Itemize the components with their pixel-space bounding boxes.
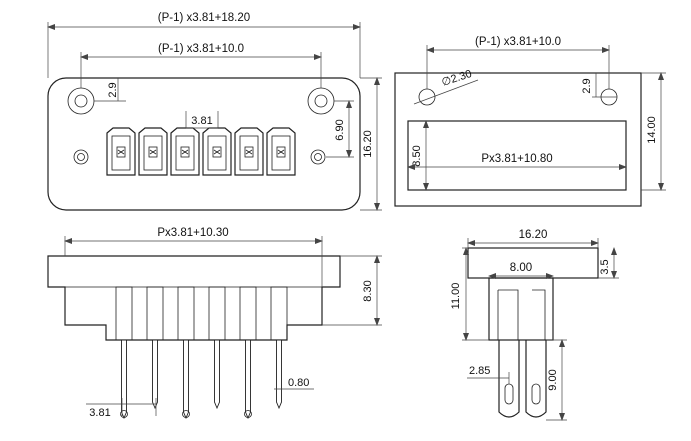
side-width-label: 16.20 (519, 229, 548, 241)
side-height-label: 11.00 (450, 283, 462, 310)
side-dim-width: 16.20 (467, 229, 599, 248)
side-body (488, 277, 554, 341)
bottom-dim-pin-pitch: 3.81 (86, 398, 157, 419)
bottom-pin-width-label: 0.80 (288, 377, 309, 389)
side-view: 16.20 8.00 3.5 11.00 9.00 (450, 229, 619, 421)
front-mount-hole-right (307, 87, 335, 115)
cutout-hole-spacing-label: (P-1) x3.81+10.0 (475, 36, 561, 48)
front-contact-row (106, 127, 296, 176)
bottom-view: Px3.81+10.30 8.30 0.80 3.81 (47, 227, 382, 420)
front-contact (138, 127, 168, 176)
front-contact (266, 127, 296, 176)
cutout-dim-hole-spacing: (P-1) x3.81+10.0 (426, 36, 610, 89)
side-dim-inner: 8.00 (488, 262, 554, 279)
front-hole-offset-label: 2.9 (107, 82, 119, 97)
cutout-height-label: 14.00 (646, 116, 658, 144)
side-dim-pin-offset: 2.85 (467, 365, 510, 384)
front-mount-spacing-label: (P-1) x3.81+10.0 (158, 43, 244, 55)
bottom-pin (208, 286, 226, 410)
side-dim-flange: 3.5 (598, 247, 619, 279)
bottom-dim-body-width: Px3.81+10.30 (64, 227, 323, 287)
side-flange-label: 3.5 (599, 259, 611, 274)
front-view: (P-1) x3.81+18.20 (P-1) x3.81+10.0 2.9 3… (47, 12, 382, 211)
cutout-panel-outline (394, 72, 642, 207)
cutout-window-width-label: Px3.81+10.80 (481, 153, 552, 165)
front-dim-pitch: 3.81 (185, 111, 219, 129)
bottom-body-height-label: 8.30 (362, 280, 374, 301)
front-dim-hole-center: 6.90 (326, 100, 354, 158)
cutout-hole-offset-label: 2.9 (581, 78, 593, 93)
side-pin-length-label: 9.00 (547, 369, 559, 390)
front-hole-center-label: 6.90 (334, 119, 346, 140)
front-dim-mount-spacing: (P-1) x3.81+10.0 (80, 43, 322, 88)
side-pin-offset-label: 2.85 (469, 365, 490, 377)
cutout-window (407, 120, 627, 191)
side-dim-pin-length: 9.00 (546, 339, 567, 421)
front-height-label: 16.20 (362, 130, 374, 158)
cutout-dim-height: 14.00 (641, 72, 666, 191)
front-dim-height: 16.20 (360, 77, 382, 211)
side-dim-height: 11.00 (450, 247, 489, 341)
front-dim-overall-width: (P-1) x3.81+18.20 (47, 12, 361, 78)
front-dim-hole-offset: 2.9 (94, 78, 126, 102)
cutout-dim-hole-offset: 2.9 (581, 73, 617, 98)
front-contact (234, 127, 264, 176)
front-pitch-label: 3.81 (191, 115, 212, 127)
cutout-hole-diameter-label: ∅2.30 (440, 68, 473, 89)
cutout-dim-window-width: Px3.81+10.80 (407, 153, 627, 170)
cutout-view: (P-1) x3.81+10.0 ∅2.30 2.9 8.50 Px3.81+1… (394, 36, 666, 207)
cutout-dim-window-height: 8.50 (411, 120, 429, 191)
bottom-dim-pin-width: 0.80 (274, 377, 314, 390)
bottom-pin (270, 286, 288, 410)
bottom-pin (146, 286, 164, 410)
front-flange-outline (47, 77, 361, 211)
front-mount-hole-left (67, 87, 95, 115)
bottom-pin-row (115, 286, 288, 420)
front-contact (106, 127, 136, 176)
front-contact (202, 127, 232, 176)
bottom-body-width-label: Px3.81+10.30 (157, 227, 228, 239)
side-flange (467, 247, 599, 279)
front-contact (170, 127, 200, 176)
bottom-dim-body-height: 8.30 (322, 255, 382, 326)
front-side-screw-left (73, 149, 89, 165)
front-overall-width-label: (P-1) x3.81+18.20 (158, 12, 250, 24)
front-side-screw-right (310, 149, 326, 165)
bottom-pin (177, 286, 195, 420)
bottom-pin (239, 286, 257, 420)
bottom-pin-pitch-label: 3.81 (89, 407, 110, 419)
side-pin-right (525, 340, 547, 418)
bottom-pin (115, 286, 133, 420)
side-inner-label: 8.00 (510, 262, 532, 274)
cutout-window-height-label: 8.50 (411, 145, 423, 166)
